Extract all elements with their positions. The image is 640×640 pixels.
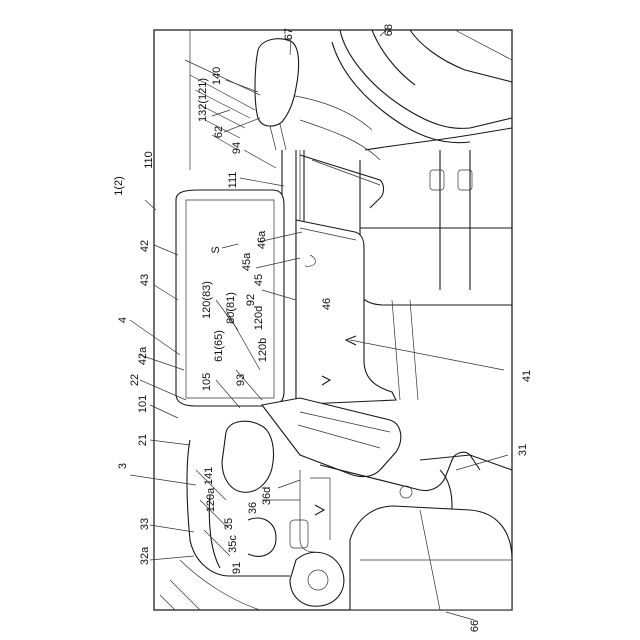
label-43: 43 xyxy=(139,274,151,286)
label-61-65: 61(65) xyxy=(213,330,225,362)
label-92: 92 xyxy=(245,294,257,306)
label-120a: 120a xyxy=(205,487,217,512)
label-91: 91 xyxy=(231,562,243,574)
label-36d: 36d xyxy=(261,487,273,505)
label-4: 4 xyxy=(117,317,129,323)
label-110: 110 xyxy=(143,151,155,169)
label-46: 46 xyxy=(321,298,333,310)
label-105: 105 xyxy=(201,373,213,391)
front-headrest xyxy=(222,421,274,492)
label-80-81: 80(81) xyxy=(225,292,237,324)
label-140: 140 xyxy=(211,67,223,85)
label-45a: 45a xyxy=(241,252,253,271)
label-111: 111 xyxy=(227,172,239,189)
label-120-83: 120(83) xyxy=(201,281,213,319)
label-35: 35 xyxy=(223,518,235,530)
table-panel xyxy=(296,220,418,404)
label-33: 33 xyxy=(139,518,151,530)
label-120b: 120b xyxy=(257,338,269,362)
headrest-top xyxy=(255,39,299,150)
label-35c: 35c xyxy=(227,535,239,553)
label-101: 101 xyxy=(137,395,149,413)
label-1-2: 1(2) xyxy=(113,176,125,196)
label-93: 93 xyxy=(235,374,247,386)
label-32a: 32a xyxy=(139,546,151,565)
label-3: 3 xyxy=(117,463,129,469)
label-62: 62 xyxy=(213,126,225,138)
label-45: 45 xyxy=(253,274,265,286)
label-22: 22 xyxy=(129,374,141,386)
floor-lines xyxy=(160,560,260,610)
label-36: 36 xyxy=(247,502,259,514)
label-42a: 42a xyxy=(137,346,149,365)
label-21: 21 xyxy=(137,434,149,446)
label-132-121: 132(121) xyxy=(197,78,209,122)
label-42: 42 xyxy=(139,240,151,252)
label-S: S xyxy=(210,246,222,253)
label-141: 141 xyxy=(203,467,215,485)
label-66: 66 xyxy=(469,620,481,632)
label-41: 41 xyxy=(521,370,533,382)
label-67: 67 xyxy=(283,28,295,40)
label-68: 68 xyxy=(383,24,395,36)
lower-seat xyxy=(290,506,512,610)
label-46a: 46a xyxy=(256,230,268,249)
label-120d: 120d xyxy=(253,306,265,330)
label-94: 94 xyxy=(231,142,243,154)
label-31: 31 xyxy=(517,444,529,456)
